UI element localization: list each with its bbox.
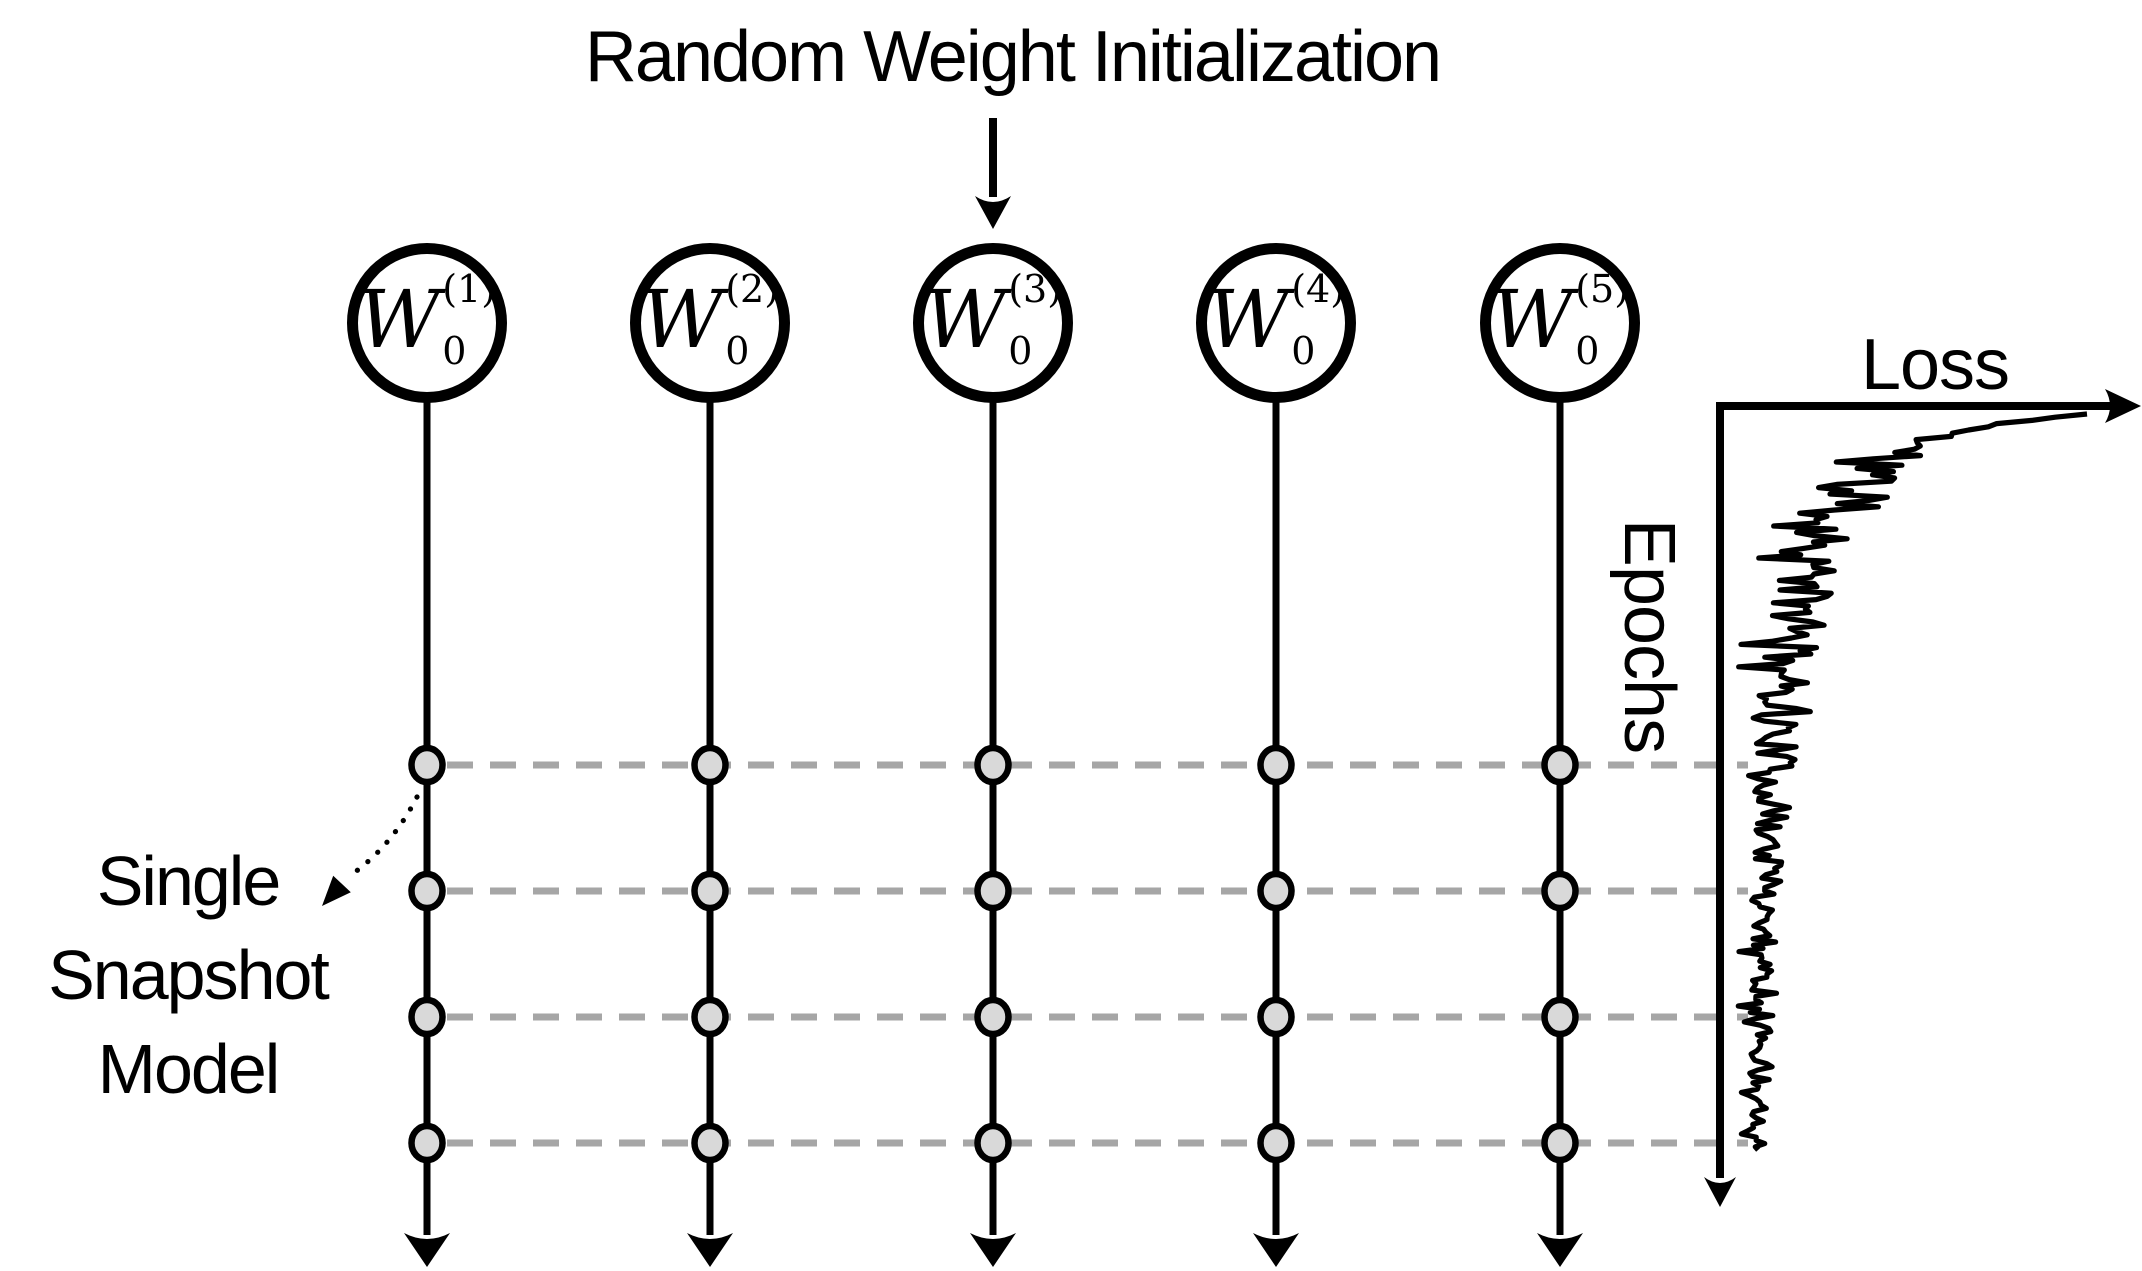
init-label-3-scripts: (3) 0 bbox=[1008, 269, 1062, 371]
snapshot-dot-5-4 bbox=[1541, 1122, 1579, 1164]
init-label-5-scripts: (5) 0 bbox=[1575, 269, 1629, 371]
init-label-5-sub: 0 bbox=[1575, 328, 1600, 373]
init-label-4-sub: 0 bbox=[1291, 328, 1316, 373]
init-label-1-sub: 0 bbox=[442, 328, 467, 373]
init-label-2-scripts: (2) 0 bbox=[725, 269, 779, 371]
snapshot-dot-4-4 bbox=[1257, 1122, 1295, 1164]
snapshot-dot-3-4 bbox=[974, 1122, 1012, 1164]
init-label-1-scripts: (1) 0 bbox=[442, 269, 496, 371]
init-label-3-sup: (3) bbox=[1008, 266, 1063, 311]
init-label-2-symbol: W bbox=[640, 272, 724, 366]
epochs-axis-label: Epochs bbox=[1609, 518, 1689, 754]
init-label-5-sup: (5) bbox=[1575, 266, 1630, 311]
init-label-1: W (1) 0 bbox=[358, 269, 496, 371]
chain-arrowhead-2 bbox=[687, 1233, 733, 1267]
init-label-3-symbol: W bbox=[923, 272, 1007, 366]
loss-epochs-axes bbox=[1716, 402, 2128, 1178]
init-label-4-scripts: (4) 0 bbox=[1291, 269, 1345, 371]
init-label-3-sub: 0 bbox=[1008, 328, 1033, 373]
single-snapshot-model-line3: Model bbox=[97, 1030, 281, 1108]
chain-arrowhead-4 bbox=[1253, 1233, 1299, 1267]
single-snapshot-dotted-arrow bbox=[348, 794, 420, 878]
loss-axis-label: Loss bbox=[1860, 325, 2010, 405]
snapshot-dot-5-2 bbox=[1541, 870, 1579, 912]
init-label-3: W (3) 0 bbox=[924, 269, 1062, 371]
init-circle-3 bbox=[913, 243, 1073, 403]
snapshot-dot-3-2 bbox=[974, 870, 1012, 912]
init-label-2-sup: (2) bbox=[725, 266, 780, 311]
init-label-5: W (5) 0 bbox=[1491, 269, 1629, 371]
snapshot-dot-1-2 bbox=[408, 870, 446, 912]
init-arrow-head bbox=[975, 196, 1011, 229]
init-label-5-symbol: W bbox=[1490, 272, 1574, 366]
snapshot-dot-5-3 bbox=[1541, 996, 1579, 1038]
init-circle-1 bbox=[347, 243, 507, 403]
single-snapshot-model-label: Single Snapshot Model bbox=[8, 834, 368, 1116]
snapshot-dot-1-3 bbox=[408, 996, 446, 1038]
init-label-1-sup: (1) bbox=[442, 266, 497, 311]
diagram-title: Random Weight Initialization bbox=[584, 17, 1442, 97]
single-snapshot-model-line1: Single bbox=[96, 842, 282, 920]
epochs-axis-arrowhead bbox=[1704, 1177, 1736, 1207]
snapshot-dot-3-3 bbox=[974, 996, 1012, 1038]
init-circle-4 bbox=[1196, 243, 1356, 403]
chain-arrowhead-5 bbox=[1537, 1233, 1583, 1267]
init-label-4-symbol: W bbox=[1206, 272, 1290, 366]
snapshot-dot-2-2 bbox=[691, 870, 729, 912]
init-label-2: W (2) 0 bbox=[641, 269, 779, 371]
snapshot-dot-2-3 bbox=[691, 996, 729, 1038]
single-snapshot-model-line2: Snapshot bbox=[48, 936, 330, 1014]
init-label-4: W (4) 0 bbox=[1207, 269, 1345, 371]
init-circle-5 bbox=[1480, 243, 1640, 403]
loss-curve bbox=[1735, 411, 2088, 1152]
snapshot-dot-3-1 bbox=[974, 744, 1012, 786]
snapshot-dot-5-1 bbox=[1541, 744, 1579, 786]
snapshot-dot-1-4 bbox=[408, 1122, 446, 1164]
snapshot-dot-2-4 bbox=[691, 1122, 729, 1164]
chain-arrowhead-3 bbox=[970, 1233, 1016, 1267]
loss-axis-arrowhead bbox=[2105, 389, 2141, 423]
init-circle-2 bbox=[630, 243, 790, 403]
init-label-1-symbol: W bbox=[357, 272, 441, 366]
chain-arrowhead-1 bbox=[404, 1233, 450, 1267]
snapshot-dot-2-1 bbox=[691, 744, 729, 786]
snapshot-dot-4-3 bbox=[1257, 996, 1295, 1038]
init-label-4-sup: (4) bbox=[1291, 266, 1346, 311]
snapshot-dot-4-2 bbox=[1257, 870, 1295, 912]
init-label-2-sub: 0 bbox=[725, 328, 750, 373]
snapshot-dot-1-1 bbox=[408, 744, 446, 786]
single-snapshot-arrowhead bbox=[322, 875, 351, 906]
snapshot-dot-4-1 bbox=[1257, 744, 1295, 786]
